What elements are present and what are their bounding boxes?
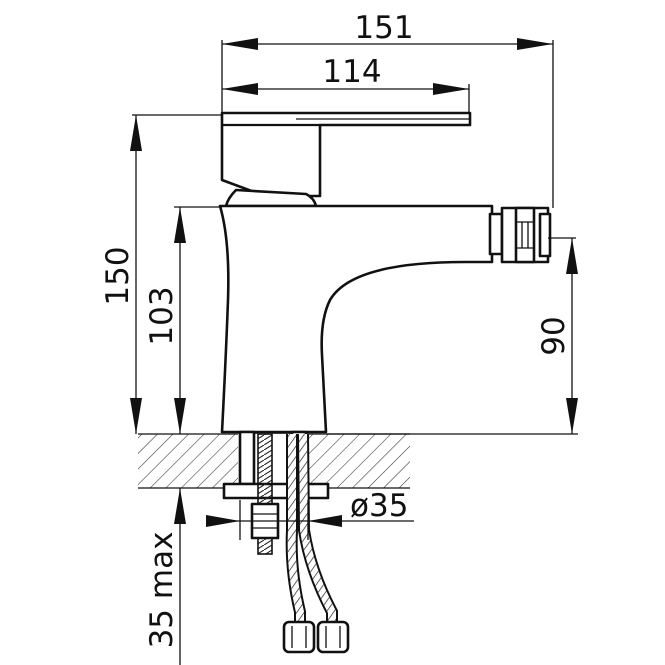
max-thickness-label: 35 max bbox=[144, 532, 180, 649]
outlet-height-label: 90 bbox=[536, 316, 572, 355]
bidet-outlet bbox=[488, 206, 552, 264]
total-height-label: 150 bbox=[100, 246, 136, 305]
dimension-max-thickness: 35 max bbox=[144, 488, 186, 665]
faucet-body bbox=[218, 111, 552, 500]
dimension-total-height: 150 bbox=[100, 114, 222, 434]
spout-height-label: 103 bbox=[144, 286, 180, 345]
hole-diameter-label: ø35 bbox=[350, 488, 408, 524]
dimension-outlet-height: 90 bbox=[326, 237, 578, 435]
overall-width-label: 151 bbox=[354, 10, 413, 46]
flexible-hoses bbox=[282, 433, 350, 654]
dimension-hole-diameter: ø35 bbox=[206, 488, 414, 540]
countertop-section bbox=[138, 433, 410, 489]
dimension-overall-width: 151 bbox=[221, 10, 554, 208]
dimension-spout-height: 103 bbox=[144, 206, 222, 434]
dimension-lever-length: 114 bbox=[222, 54, 470, 113]
lever-length-label: 114 bbox=[322, 54, 381, 90]
